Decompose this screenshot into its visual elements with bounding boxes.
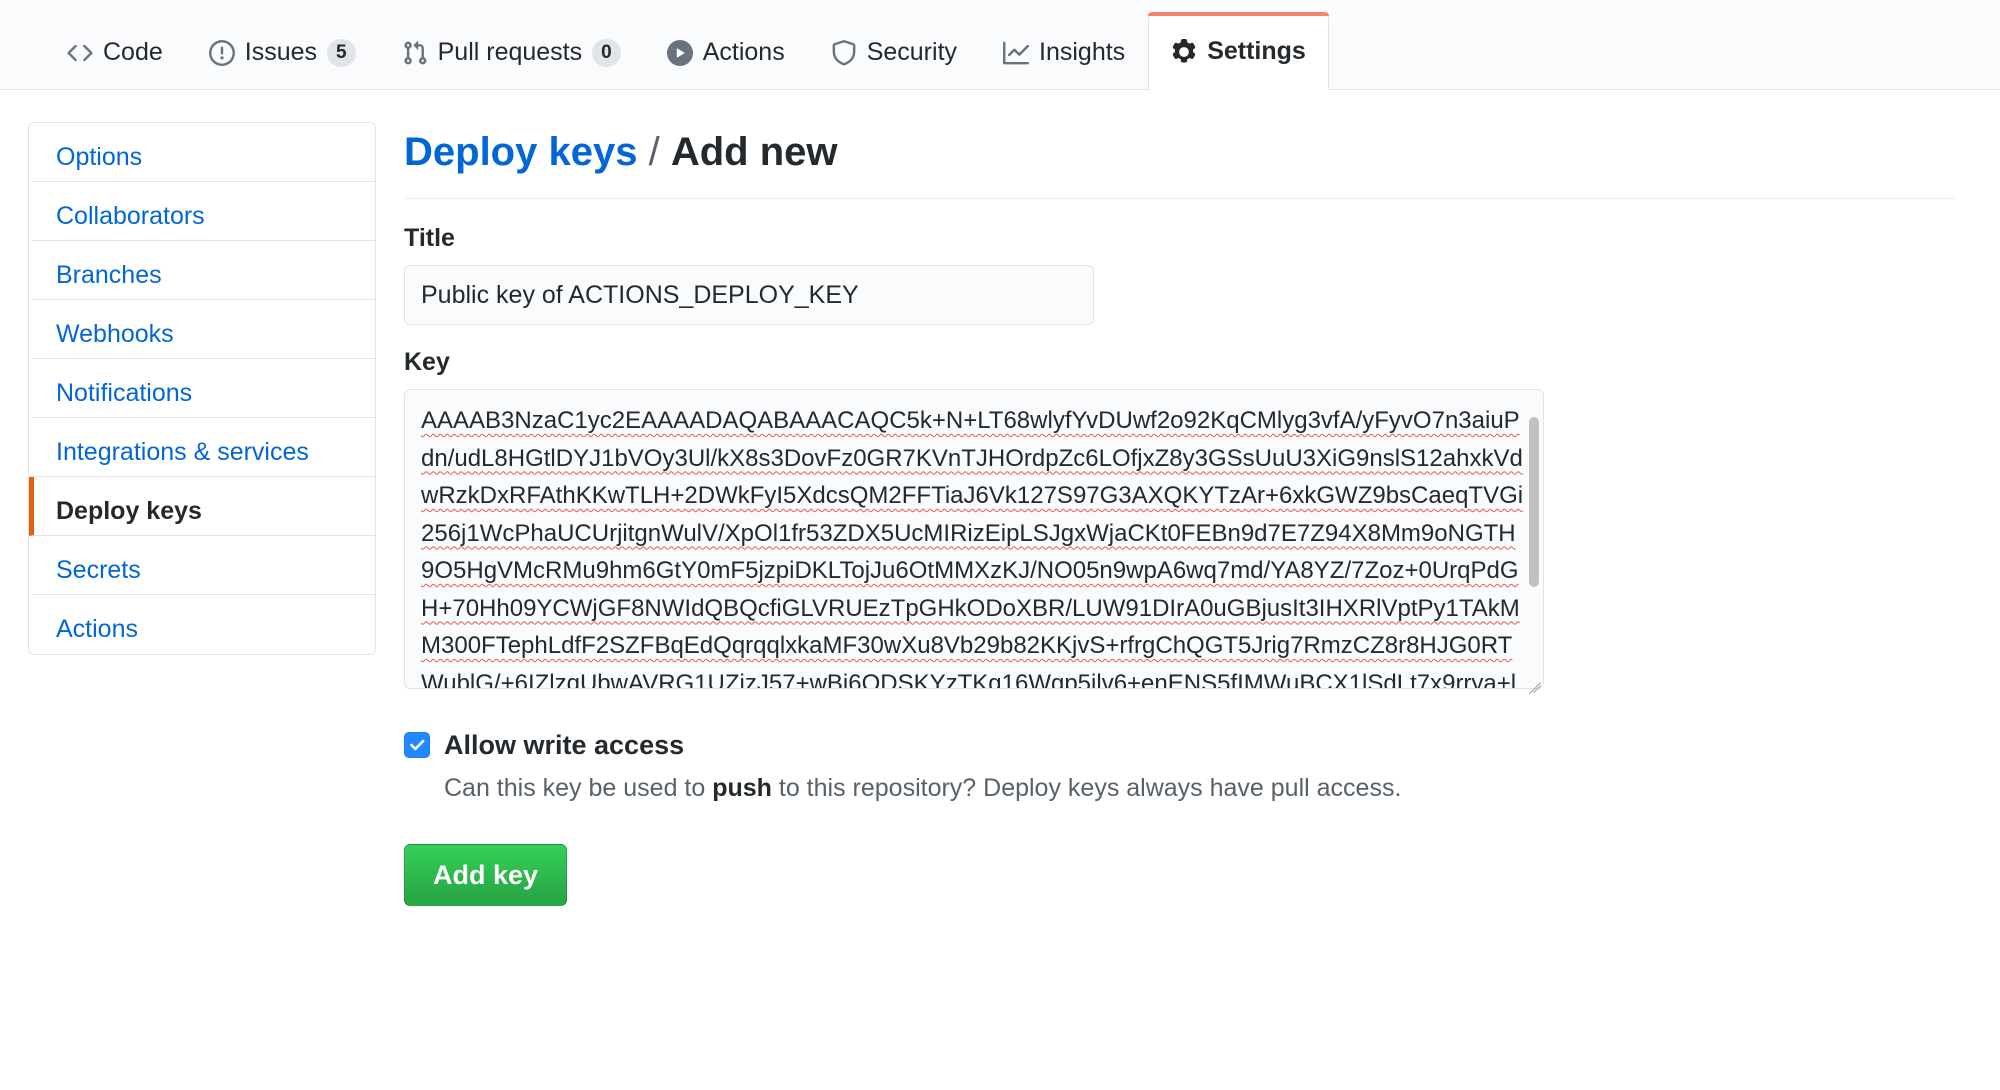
allow-write-access-label[interactable]: Allow write access — [444, 730, 685, 760]
tab-security[interactable]: Security — [808, 15, 980, 89]
tab-actions[interactable]: Actions — [644, 15, 808, 89]
key-textarea[interactable]: AAAAB3NzaC1yc2EAAAADAQABAAACAQC5k+N+LT68… — [404, 389, 1544, 689]
tab-label: Actions — [702, 38, 785, 66]
sidebar-item-collaborators[interactable]: Collaborators — [29, 182, 375, 241]
allow-write-access-row[interactable]: Allow write access — [404, 729, 1956, 761]
sidebar-item-label: Notifications — [56, 379, 193, 407]
settings-sidebar: Options Collaborators Branches Webhooks … — [28, 122, 376, 655]
pull-requests-counter: 0 — [592, 38, 621, 67]
breadcrumb-deploy-keys-link[interactable]: Deploy keys — [404, 130, 638, 174]
allow-write-access-checkbox[interactable] — [404, 732, 430, 759]
tab-settings[interactable]: Settings — [1148, 12, 1329, 90]
note-text-before: Can this key be used to — [444, 774, 713, 803]
code-icon — [67, 40, 93, 66]
sidebar-item-label: Collaborators — [56, 202, 205, 230]
tab-issues[interactable]: Issues 5 — [186, 15, 379, 89]
sidebar-item-label: Secrets — [56, 556, 141, 584]
sidebar-item-notifications[interactable]: Notifications — [29, 359, 375, 418]
sidebar-item-options[interactable]: Options — [29, 123, 375, 182]
sidebar-item-label: Deploy keys — [56, 497, 202, 525]
sidebar-item-webhooks[interactable]: Webhooks — [29, 300, 375, 359]
settings-page: Options Collaborators Branches Webhooks … — [0, 90, 2000, 907]
title-input[interactable] — [404, 265, 1094, 325]
git-pull-request-icon — [402, 40, 428, 66]
sidebar-item-integrations-services[interactable]: Integrations & services — [29, 418, 375, 477]
sidebar-item-label: Branches — [56, 261, 162, 289]
sidebar-item-label: Webhooks — [56, 320, 174, 348]
shield-icon — [831, 39, 857, 66]
note-text-bold: push — [712, 774, 772, 803]
sidebar-item-actions[interactable]: Actions — [29, 595, 375, 654]
sidebar-item-label: Actions — [56, 615, 138, 643]
tab-code[interactable]: Code — [44, 15, 186, 89]
title-field-label: Title — [404, 224, 455, 252]
sidebar-item-deploy-keys[interactable]: Deploy keys — [29, 477, 375, 536]
tab-label: Issues — [244, 38, 318, 66]
add-key-button[interactable]: Add key — [404, 844, 568, 907]
note-text-after: to this repository? Deploy keys always h… — [771, 774, 1402, 803]
tab-pull-requests[interactable]: Pull requests 0 — [379, 15, 644, 89]
sidebar-item-label: Integrations & services — [56, 438, 309, 466]
tab-label: Security — [866, 38, 958, 66]
issue-opened-icon — [208, 39, 235, 66]
breadcrumb-current: Add new — [670, 130, 838, 174]
play-icon — [666, 39, 693, 66]
tab-label: Pull requests — [437, 38, 583, 66]
key-textarea-scrollbar[interactable] — [1529, 417, 1539, 587]
key-textarea-wrap: AAAAB3NzaC1yc2EAAAADAQABAAACAQC5k+N+LT68… — [404, 389, 1544, 695]
graph-icon — [1003, 40, 1030, 66]
tab-label: Code — [103, 38, 163, 66]
sidebar-item-label: Options — [56, 143, 143, 171]
issues-counter: 5 — [327, 38, 356, 67]
main-content: Deploy keys / Add new Title Key AAAAB3Nz… — [404, 122, 1956, 907]
tab-label: Insights — [1039, 38, 1126, 66]
allow-write-access-note: Can this key be used to push to this rep… — [444, 771, 1956, 806]
tab-label: Settings — [1207, 37, 1306, 65]
page-title: Deploy keys / Add new — [404, 128, 1956, 199]
key-field-label: Key — [404, 348, 450, 376]
sidebar-item-branches[interactable]: Branches — [29, 241, 375, 300]
breadcrumb-separator: / — [648, 130, 660, 174]
repo-nav: Code Issues 5 Pull requests 0 Actions — [0, 0, 2000, 90]
gear-icon — [1171, 38, 1197, 65]
tab-insights[interactable]: Insights — [980, 15, 1148, 89]
sidebar-item-secrets[interactable]: Secrets — [29, 536, 375, 595]
